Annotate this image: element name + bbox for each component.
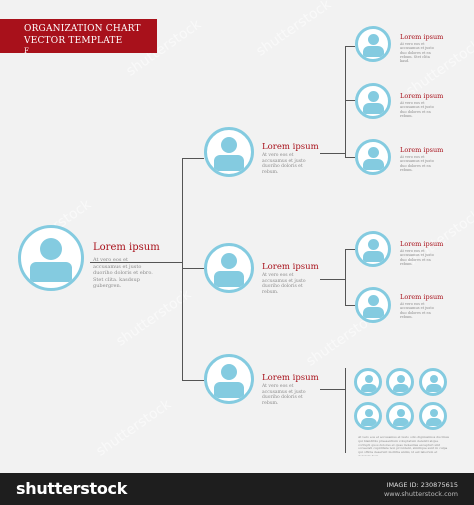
employee-avatar [355,139,391,175]
employee-desc: At vero eos et accusamus et justo duo do… [400,101,434,118]
team-member-avatar [419,402,447,430]
connector-l1a-out [320,153,345,154]
watermark: shutterstock [253,0,335,60]
manager-desc: At vero eos et accusamus et justo duorih… [262,273,306,295]
banner-title: ORGANIZATION CHART [24,24,141,34]
team-member-avatar [386,368,414,396]
manager-desc: At vero eos et accusamus et justo duorih… [262,384,306,406]
employee-title: Lorem ipsum [400,146,444,154]
employee-avatar [355,83,391,119]
team-member-avatar [354,402,382,430]
stock-footer: shutterstock IMAGE ID: 230875615 www.shu… [0,473,474,505]
employee-desc: At vero eos et accusamus et justo duo do… [400,42,434,64]
connector-l1c-out [320,389,345,390]
banner-subtitle: VECTOR TEMPLATE [24,36,123,46]
brand-logo: shutterstock [16,479,128,498]
connector-r4-h [345,249,355,250]
connector-branch1-v [345,46,346,157]
manager-avatar [204,127,254,177]
root-title: Lorem ipsum [93,242,160,253]
employee-desc: At vero eos et accusamus et justo duo do… [400,155,434,172]
root-avatar [18,225,84,291]
connector-l1c-h [182,380,204,381]
manager-desc: At vero eos et accusamus et justo duorih… [262,153,306,175]
manager-avatar [204,354,254,404]
root-desc: At vero eos et accusamus et justo duorih… [93,257,153,289]
employee-title: Lorem ipsum [400,92,444,100]
watermark: shutterstock [93,396,175,460]
image-id: IMAGE ID: 230875615 [386,481,458,489]
employee-avatar [355,287,391,323]
connector-l1b-h [182,268,204,269]
team-member-avatar [354,368,382,396]
employee-title: Lorem ipsum [400,293,444,301]
employee-title: Lorem ipsum [400,33,444,41]
manager-avatar [204,243,254,293]
team-desc: At vero eos et accusamus et iusto odio d… [358,436,450,456]
employee-avatar [355,26,391,62]
manager-title: Lorem ipsum [262,142,319,152]
manager-title: Lorem ipsum [262,373,319,383]
title-banner: ORGANIZATION CHART VECTOR TEMPLATE F [0,19,157,55]
connector-root-h [90,262,182,263]
connector-r2-h [345,100,355,101]
team-member-avatar [386,402,414,430]
site-url: www.shutterstock.com [383,490,458,498]
employee-desc: At vero eos et accusamus et justo duo do… [400,249,434,266]
connector-l1b-out [320,279,345,280]
employee-title: Lorem ipsum [400,240,444,248]
connector-branch3-v [345,368,346,453]
connector-l1a-h [182,158,204,159]
employee-avatar [355,231,391,267]
connector-r1-h [345,46,355,47]
team-member-avatar [419,368,447,396]
banner-mark: F [24,47,29,55]
connector-branch2-v [345,249,346,305]
connector-trunk-v [182,158,183,380]
org-chart-canvas: shutterstock shutterstock shutterstock s… [0,0,450,460]
connector-r5-h [345,305,355,306]
connector-r3-h [345,157,355,158]
employee-desc: At vero eos et accusamus et justo duo do… [400,302,434,319]
manager-title: Lorem ipsum [262,262,319,272]
